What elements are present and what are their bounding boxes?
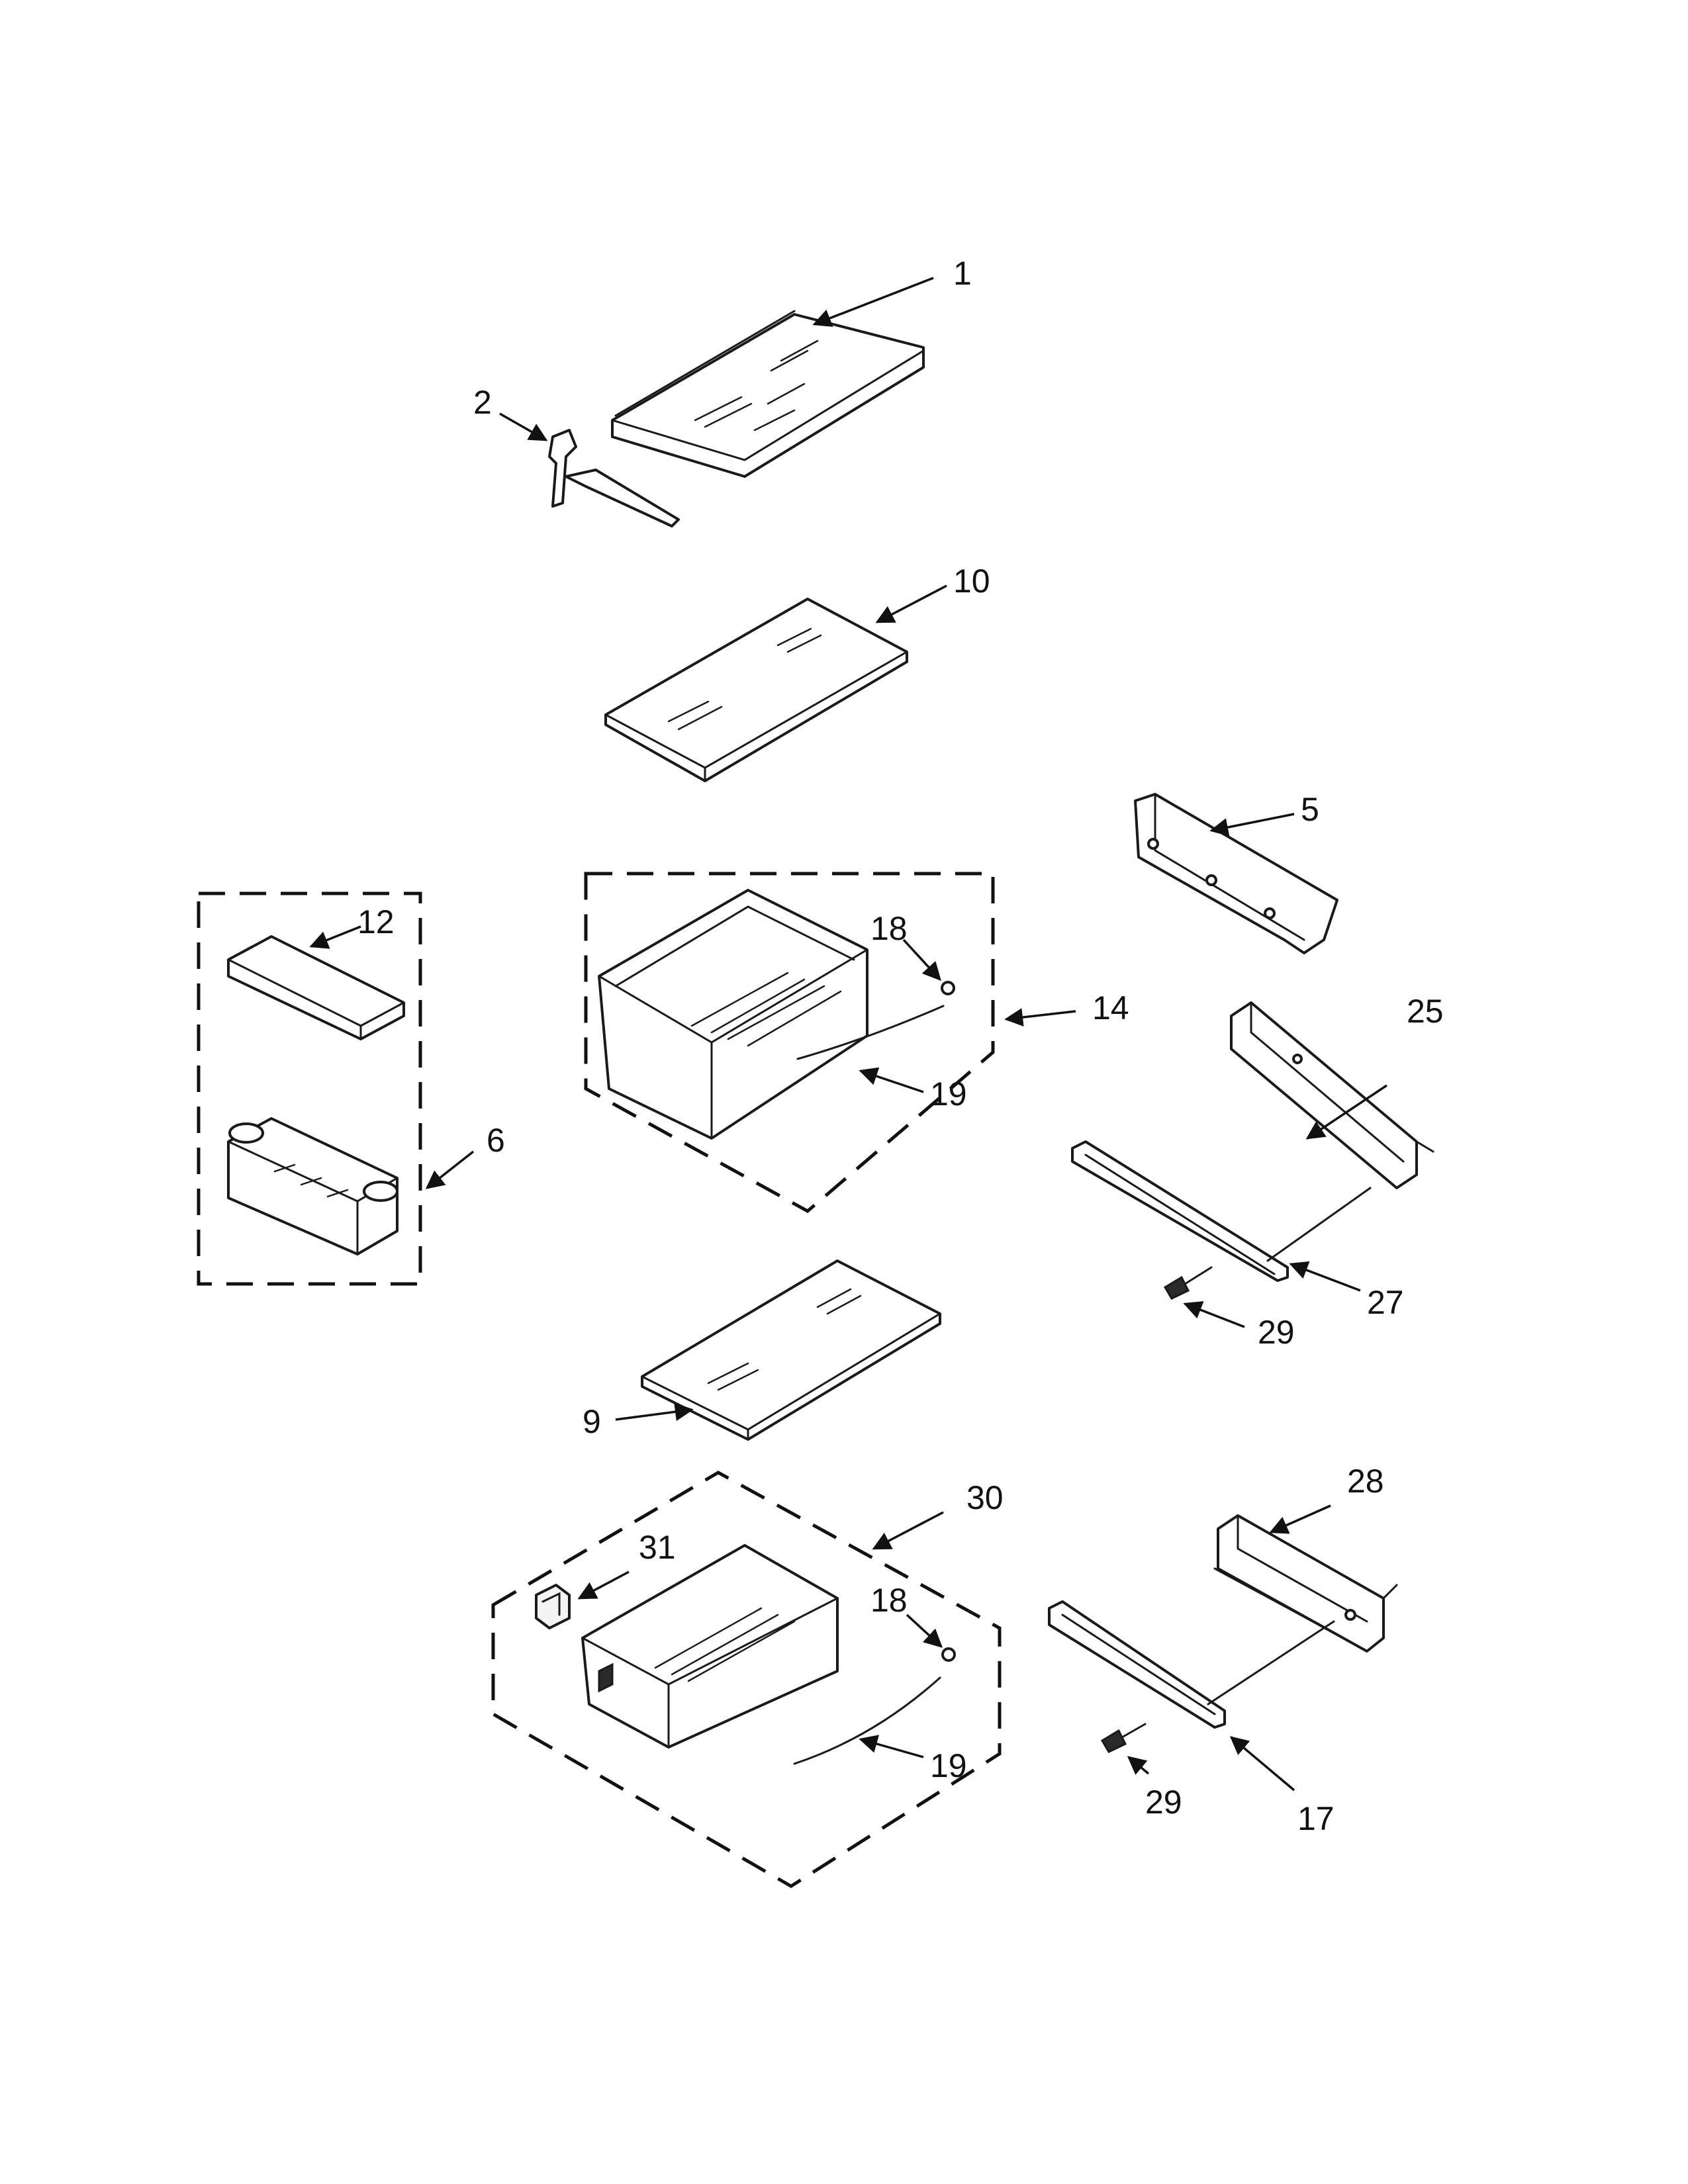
callout-31-group: 31	[577, 1529, 676, 1600]
crisper-drawer	[598, 889, 868, 1140]
callout-6: 6	[487, 1122, 505, 1159]
callout-14: 14	[1092, 989, 1129, 1026]
glass-shelf-part-10	[604, 598, 908, 782]
callout-6-group: 6	[425, 1122, 505, 1189]
callout-10-group: 10	[875, 563, 990, 623]
slide-cover-part-28	[1213, 1514, 1398, 1653]
stop-part-18-lower	[941, 1647, 956, 1662]
callout-18-lower: 18	[870, 1582, 908, 1619]
callout-5: 5	[1301, 791, 1319, 828]
callout-29-lower: 29	[1145, 1784, 1182, 1821]
callout-17: 17	[1297, 1800, 1335, 1837]
bin-cover-part-12	[227, 935, 405, 1040]
callout-29-lower-group: 29	[1127, 1756, 1182, 1821]
callout-5-group: 5	[1209, 791, 1319, 837]
slide-rail-part-27	[1071, 1140, 1372, 1282]
seal-part-19-upper	[796, 1005, 945, 1060]
seal-part-19-lower	[793, 1676, 941, 1765]
callout-25-group: 25	[1305, 993, 1444, 1140]
callout-2-group: 2	[473, 384, 548, 441]
storage-bin	[227, 1117, 399, 1255]
callout-18-lower-group: 18	[870, 1582, 943, 1648]
callout-1: 1	[953, 255, 972, 292]
screw-part-29-lower	[1100, 1723, 1147, 1753]
slide-cover-part-25	[1230, 1001, 1434, 1189]
callout-19-lower-group: 19	[859, 1735, 967, 1784]
callout-27-group: 27	[1289, 1261, 1404, 1321]
glass-shelf-part-1	[611, 310, 925, 478]
cover-part-5	[1134, 793, 1338, 954]
stop-part-18-upper	[941, 981, 955, 995]
screw-part-29-upper	[1163, 1266, 1213, 1300]
callout-30-group: 30	[872, 1479, 1004, 1550]
callout-19-upper-group: 19	[859, 1067, 967, 1113]
group-box-part-6	[197, 891, 422, 1286]
callout-17-group: 17	[1229, 1736, 1335, 1837]
callout-9: 9	[583, 1403, 601, 1440]
callout-31: 31	[639, 1529, 676, 1566]
callout-14-group: 14	[1004, 989, 1129, 1027]
callout-9-group: 9	[583, 1402, 694, 1440]
group-box-part-14	[584, 872, 995, 1214]
callout-1-group: 1	[812, 255, 972, 327]
callout-18-upper: 18	[870, 910, 908, 947]
callout-19-upper: 19	[930, 1075, 967, 1113]
callout-2: 2	[473, 384, 492, 421]
slide-rail-part-17	[1048, 1600, 1335, 1729]
group-box-part-30	[491, 1471, 1002, 1888]
shelf-bracket-part-2	[548, 429, 680, 527]
callout-29-upper: 29	[1258, 1314, 1295, 1351]
callout-28-group: 28	[1269, 1463, 1384, 1534]
callout-28: 28	[1347, 1463, 1384, 1500]
callout-29-upper-group: 29	[1183, 1301, 1295, 1351]
callout-12-group: 12	[309, 903, 395, 949]
callout-10: 10	[953, 563, 990, 600]
clip-part-31	[535, 1584, 571, 1629]
callout-18-upper-group: 18	[870, 910, 941, 981]
glass-shelf-part-9	[641, 1259, 941, 1441]
callout-12: 12	[357, 903, 395, 940]
callout-30: 30	[966, 1479, 1004, 1516]
callout-19-lower: 19	[930, 1747, 967, 1784]
callout-27: 27	[1367, 1284, 1404, 1321]
lower-drawer	[581, 1544, 839, 1749]
callout-25: 25	[1407, 993, 1444, 1030]
